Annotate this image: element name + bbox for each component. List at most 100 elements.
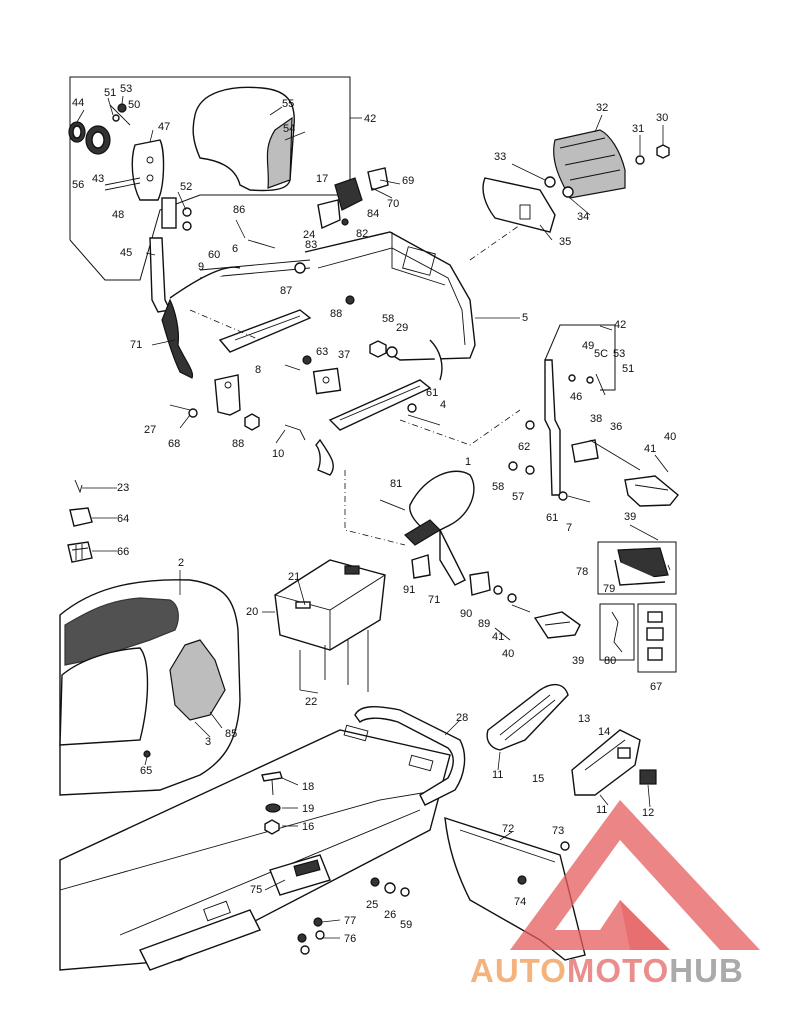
callout-c74: 74: [514, 896, 526, 908]
group-frame-42: [69, 76, 351, 281]
callout-c47: 47: [158, 121, 170, 133]
callout-c54: 54: [283, 123, 295, 135]
callout-c64: 64: [117, 513, 129, 525]
callout-c52: 52: [180, 181, 192, 193]
callout-c34: 34: [577, 211, 589, 223]
callout-c5: 5: [522, 312, 528, 324]
callout-c81: 81: [390, 478, 402, 490]
callout-c17: 17: [316, 173, 328, 185]
callout-c53a: 53: [120, 83, 132, 95]
callout-c89: 89: [478, 618, 490, 630]
callout-c88a: 88: [330, 308, 342, 320]
detail-box-67: [637, 603, 677, 673]
left-rail: [218, 309, 312, 353]
callout-c76: 76: [344, 933, 356, 945]
callout-c40a: 40: [664, 431, 676, 443]
footrest-39: [624, 475, 679, 507]
callout-c58a: 58: [382, 313, 394, 325]
callout-c19: 19: [302, 803, 314, 815]
callout-c79: 79: [603, 583, 615, 595]
left-handle-71: [161, 298, 194, 379]
callout-c82: 82: [356, 228, 368, 240]
bracket-45: [149, 237, 172, 313]
callout-c67: 67: [650, 681, 662, 693]
callout-c12: 12: [642, 807, 654, 819]
callout-c45: 45: [120, 247, 132, 259]
callout-c11b: 11: [596, 804, 607, 816]
callout-c23: 23: [117, 482, 129, 494]
clip-23: [74, 479, 83, 494]
callout-c1: 1: [465, 456, 471, 468]
callout-c71a: 71: [130, 339, 142, 351]
callout-c10: 10: [272, 448, 284, 460]
automotohub-logo: [510, 800, 760, 950]
callout-c35: 35: [559, 236, 571, 248]
callout-c86: 86: [233, 204, 245, 216]
callout-c73: 73: [552, 825, 564, 837]
callout-c32: 32: [596, 102, 608, 114]
callout-c9: 9: [198, 261, 204, 273]
callout-c68: 68: [168, 438, 180, 450]
callout-c61b: 61: [546, 512, 558, 524]
callout-c51: 51: [104, 87, 116, 99]
group-frame-42b: [544, 324, 616, 391]
bracket-47: [131, 139, 165, 201]
wordmark-moto: MOTO: [566, 952, 670, 989]
callout-c90: 90: [460, 608, 472, 620]
callout-c27: 27: [144, 424, 156, 436]
backrest-foam: [266, 116, 293, 189]
callout-c6: 6: [232, 243, 238, 255]
callout-c16: 16: [302, 821, 314, 833]
callout-c41a: 41: [644, 443, 656, 455]
box-20: [274, 559, 386, 651]
callout-c29: 29: [396, 322, 408, 334]
rear-bumper-28: [354, 706, 466, 806]
detail-box-80: [599, 603, 635, 661]
callout-c80: 80: [604, 655, 616, 667]
callout-c43: 43: [92, 173, 104, 185]
callout-c42b: 42: [614, 319, 626, 331]
wordmark-hub: HUB: [669, 952, 744, 989]
callout-c77: 77: [344, 915, 356, 927]
callout-c55: 55: [282, 98, 294, 110]
nut-88a: [345, 295, 355, 305]
callout-c63: 63: [316, 346, 328, 358]
automotohub-wordmark: AUTOMOTOHUB: [470, 952, 744, 990]
callout-c71b: 71: [428, 594, 440, 606]
callout-c42a: 42: [364, 113, 376, 125]
callout-c4: 4: [440, 399, 446, 411]
callout-c48: 48: [112, 209, 124, 221]
clip-12: [639, 769, 657, 785]
callout-c18: 18: [302, 781, 314, 793]
callout-c2: 2: [178, 557, 184, 569]
tail-light-lens: [553, 129, 626, 199]
triangle-logo-icon: [510, 800, 760, 950]
callout-c39b: 39: [572, 655, 584, 667]
connector-66: [67, 541, 93, 563]
callout-c24: 24: [303, 229, 315, 241]
callout-c65: 65: [140, 765, 152, 777]
callout-c30: 30: [656, 112, 668, 124]
connector-84: [334, 177, 363, 211]
callout-c22: 22: [305, 696, 317, 708]
footrest-39b: [533, 611, 581, 639]
callout-c36: 36: [610, 421, 622, 433]
callout-c41b: 41: [492, 631, 504, 643]
callout-c85: 85: [225, 728, 237, 740]
callout-c26: 26: [384, 909, 396, 921]
callout-c84: 84: [367, 208, 379, 220]
rear-rack: [304, 231, 476, 361]
wordmark-auto: AUTO: [470, 952, 567, 989]
callout-c61a: 61: [426, 387, 438, 399]
callout-c83: 83: [305, 239, 317, 251]
callout-c50b: 5C: [594, 348, 608, 360]
callout-c7: 7: [566, 522, 572, 534]
tail-light-housing: [482, 177, 556, 233]
callout-c91: 91: [403, 584, 415, 596]
callout-c37: 37: [338, 349, 350, 361]
callout-c58b: 58: [492, 481, 504, 493]
callout-c33: 33: [494, 151, 506, 163]
connector-64: [69, 507, 93, 527]
